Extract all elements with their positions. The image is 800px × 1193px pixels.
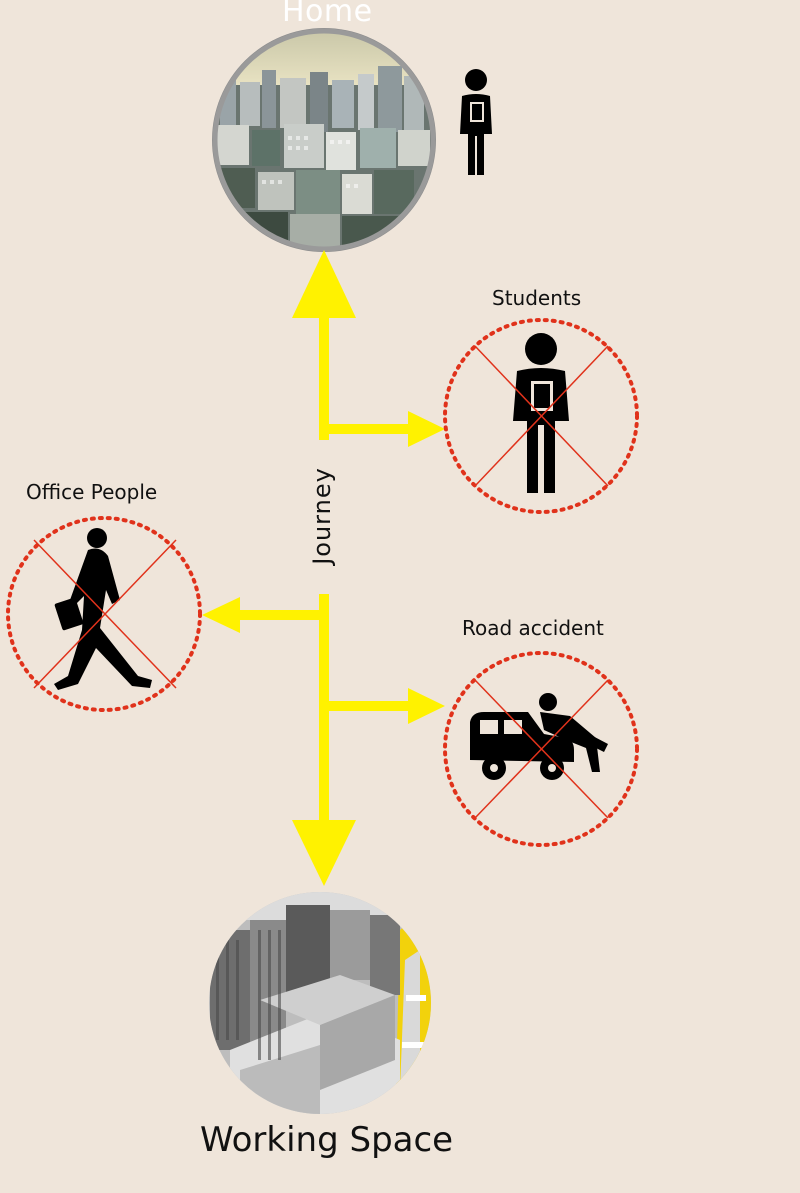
journey-label: Journey (308, 467, 336, 565)
arrow-head-road (408, 688, 445, 724)
home-person-icon (460, 69, 492, 175)
prohibited-cross-line (33, 539, 177, 689)
arrow-head-office (202, 597, 240, 633)
arrow-head-students (408, 411, 445, 447)
road-accident-prohibited (443, 651, 639, 847)
walking-businessman-icon (54, 528, 152, 690)
student-person-icon (513, 333, 569, 493)
students-prohibited (443, 318, 639, 514)
students-label: Students (492, 286, 582, 310)
office-prohibited (6, 516, 202, 712)
arrow-head-up (292, 250, 356, 318)
prohibited-cross-line (474, 679, 609, 819)
journey-arrows (202, 250, 445, 886)
office-people-label: Office People (26, 480, 158, 504)
car-hitting-pedestrian-icon (470, 693, 608, 780)
home-photo (212, 28, 436, 252)
road-accident-label: Road accident (462, 616, 604, 640)
home-label: Home (282, 0, 373, 29)
working-space-label: Working Space (200, 1120, 454, 1160)
prohibited-cross-line (474, 345, 609, 487)
arrow-head-down (292, 820, 356, 886)
working-space-photo (209, 892, 431, 1114)
